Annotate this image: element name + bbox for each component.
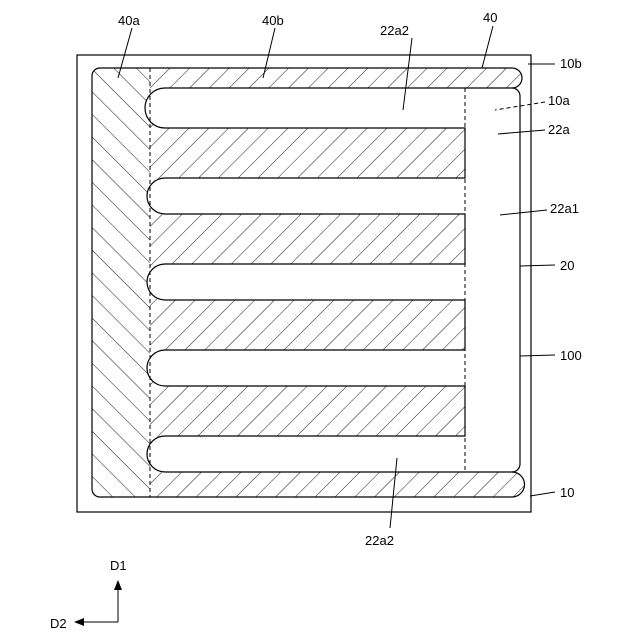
- pattern-40: [92, 68, 525, 497]
- pattern-40-right-hatch: [92, 68, 525, 497]
- d2-arrow-icon: [74, 618, 84, 626]
- leader-20: [520, 265, 555, 266]
- label-d1: D1: [110, 558, 127, 573]
- label-100: 100: [560, 348, 582, 363]
- leader-10: [530, 492, 555, 496]
- label-40a: 40a: [118, 13, 140, 28]
- label-20: 20: [560, 258, 574, 273]
- label-10b: 10b: [560, 56, 582, 71]
- label-40: 40: [483, 10, 497, 25]
- label-22a1: 22a1: [550, 201, 579, 216]
- label-d2: D2: [50, 616, 67, 631]
- label-10a: 10a: [548, 93, 570, 108]
- label-22a2-bottom: 22a2: [365, 533, 394, 548]
- label-10: 10: [560, 485, 574, 500]
- direction-indicator: D1 D2: [50, 558, 127, 631]
- leader-22a: [498, 130, 545, 134]
- region-20-outline: [512, 88, 520, 472]
- leader-100: [520, 355, 555, 356]
- label-22a: 22a: [548, 122, 570, 137]
- label-40b: 40b: [262, 13, 284, 28]
- d1-arrow-icon: [114, 580, 122, 590]
- leader-40: [482, 26, 493, 68]
- leader-22a1: [500, 210, 547, 215]
- label-22a2-top: 22a2: [380, 23, 409, 38]
